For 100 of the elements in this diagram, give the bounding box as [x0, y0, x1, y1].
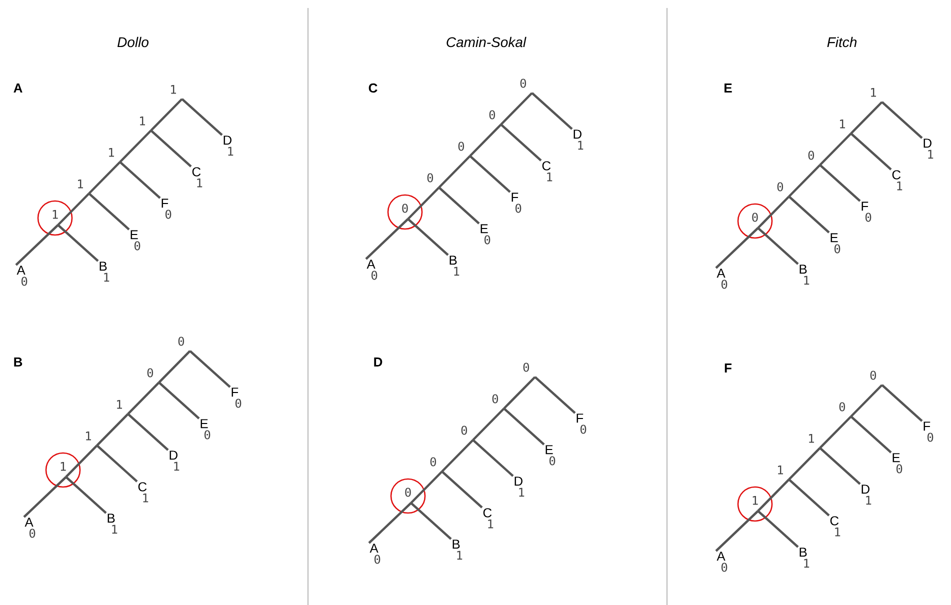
tree-branch [788, 447, 821, 480]
tree-branch [119, 161, 161, 199]
tree-branch [850, 101, 883, 134]
leaf-label: B 1 [452, 540, 462, 560]
state-number: 0 [178, 336, 184, 346]
leaf-label: E 0 [200, 419, 210, 440]
tree-branch [757, 227, 799, 265]
tree-branch [410, 470, 443, 504]
tree-branch [15, 224, 59, 266]
leaf-label: D 1 [924, 138, 934, 159]
tree-branch [158, 350, 191, 384]
tree-branch [472, 439, 514, 477]
tree-branch [500, 124, 542, 162]
tree-branch [469, 155, 511, 193]
tree-branch [850, 416, 892, 454]
tree-branch [407, 186, 440, 220]
leaf-label: F 0 [576, 414, 586, 434]
tree-branch [150, 130, 192, 168]
leaf-label: C 1 [542, 161, 552, 182]
tree-branch [438, 155, 471, 188]
tree-branch [757, 196, 790, 229]
tree-branch [788, 478, 830, 516]
leaf-label: C 1 [483, 508, 494, 528]
state-number: 0 [489, 110, 496, 120]
tree-branch [788, 164, 821, 198]
state-number: 1 [140, 116, 145, 126]
panel-title: Camin-Sokal [446, 36, 526, 48]
tree-branch [503, 376, 536, 410]
tree-branch [441, 470, 483, 508]
state-number: 1 [52, 210, 58, 219]
state-number: 0 [427, 173, 434, 182]
leaf-label: E 0 [546, 445, 556, 466]
panel-letter: C [368, 83, 378, 93]
panel-letter: F [724, 364, 732, 372]
tree-branch [368, 502, 412, 544]
state-number: 0 [752, 212, 758, 222]
leaf-label: B 1 [450, 256, 460, 276]
tree-branch [65, 476, 107, 514]
state-number: 1 [60, 462, 66, 471]
tree-branch [88, 161, 121, 194]
tree-branch [158, 382, 200, 420]
leaf-label: A 0 [16, 266, 28, 286]
state-number: 0 [839, 402, 846, 412]
leaf-label: A 0 [716, 552, 728, 572]
state-number: 1 [778, 466, 783, 474]
tree-branch [127, 382, 160, 415]
state-number: 0 [461, 426, 468, 435]
tree-branch [189, 350, 231, 388]
leaf-label: A 0 [370, 544, 380, 564]
tree-branch [119, 130, 152, 163]
tree-branch [534, 376, 576, 414]
tree-branch [881, 384, 923, 422]
tree-branch [819, 447, 861, 485]
leaf-label: E 0 [830, 233, 840, 254]
tree-branch [150, 98, 183, 132]
state-number: 0 [870, 370, 876, 380]
tree-branch [819, 132, 852, 166]
panel-letter: A [14, 84, 22, 92]
tree-branch [57, 224, 99, 262]
tree-branch [88, 192, 130, 230]
leaf-label: D 1 [574, 130, 584, 150]
tree-branch [531, 92, 573, 130]
tree-branch [65, 444, 98, 478]
state-number: 1 [171, 85, 176, 94]
tree-branch [410, 502, 452, 540]
state-number: 0 [405, 488, 411, 497]
state-number: 0 [808, 150, 814, 160]
leaf-label: F 0 [162, 198, 172, 219]
tree-branch [757, 510, 799, 548]
leaf-label: C 1 [892, 170, 902, 190]
tree-branch [23, 476, 67, 518]
tree-branch [503, 408, 545, 446]
state-number: 1 [871, 88, 876, 97]
leaf-label: F 0 [924, 422, 934, 442]
leaf-label: B 1 [108, 514, 118, 534]
state-number: 0 [458, 142, 464, 151]
tree-branch [850, 384, 883, 418]
tree-branch [500, 92, 533, 126]
state-number: 1 [86, 432, 91, 440]
leaf-label: C 1 [192, 167, 202, 188]
leaf-label: D 1 [514, 476, 524, 497]
state-number: 0 [523, 362, 530, 372]
tree-branch [788, 196, 830, 234]
leaf-label: C 1 [830, 516, 840, 536]
panel-letter: B [14, 358, 22, 366]
tree-branch [181, 98, 223, 136]
tree-branch [127, 413, 169, 451]
tree-branch [472, 408, 505, 441]
tree-branch [438, 186, 480, 224]
leaf-label: B 1 [100, 262, 110, 282]
state-number: 0 [430, 457, 436, 466]
tree-branch [819, 164, 861, 202]
panel-title: Dollo [117, 36, 148, 48]
state-number: 1 [78, 180, 83, 188]
leaf-label: A 0 [366, 260, 378, 280]
tree-branch [850, 132, 892, 170]
state-number: 1 [109, 148, 114, 157]
leaf-label: B 1 [800, 264, 810, 285]
state-number: 1 [752, 496, 758, 505]
tree-branch [407, 218, 449, 256]
